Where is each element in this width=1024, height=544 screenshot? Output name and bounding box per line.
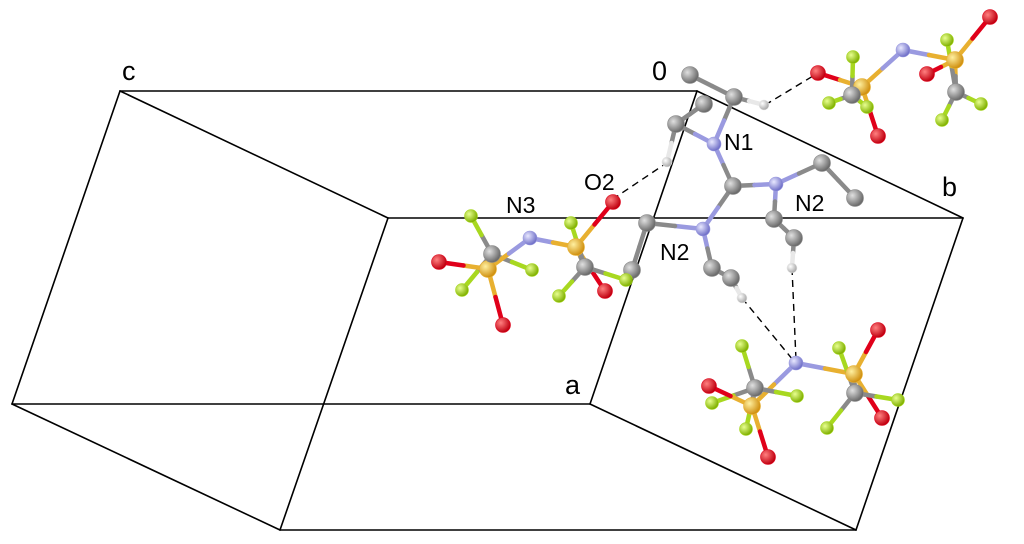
- hydrogen-atom: [758, 99, 770, 111]
- carbon-atom: [703, 259, 721, 277]
- fluorine-atom: [820, 421, 834, 435]
- fluorine-atom: [619, 273, 633, 287]
- oxygen-atom: [919, 66, 935, 82]
- oxygen-atom: [605, 194, 621, 210]
- fluorine-atom: [940, 33, 954, 47]
- oxygen-atom: [760, 449, 776, 465]
- carbon-atom: [695, 95, 713, 113]
- nitrogen-atom: [706, 136, 722, 152]
- fluorine-atom: [790, 389, 804, 403]
- fluorine-atom: [822, 96, 836, 110]
- fluorine-atom: [832, 341, 846, 355]
- carbon-atom: [746, 379, 764, 397]
- carbon-atom: [765, 210, 783, 228]
- fluorine-atom: [464, 209, 478, 223]
- hydrogen-atom: [736, 292, 748, 304]
- nitrogen-atom: [788, 355, 804, 371]
- cell-edge: [696, 90, 964, 219]
- atoms: [431, 9, 998, 465]
- carbon-atom: [667, 115, 685, 133]
- oxygen-atom: [701, 378, 717, 394]
- oxygen-atom: [495, 317, 511, 333]
- atom-label-n2-lower: N2: [660, 239, 689, 265]
- fluorine-atom: [860, 100, 874, 114]
- carbon-atom: [576, 258, 594, 276]
- nitrogen-atom: [768, 176, 784, 192]
- hydrogen-bond: [764, 72, 819, 106]
- atom-label-n3: N3: [506, 192, 535, 218]
- axis-origin-label: 0: [652, 56, 667, 86]
- atom-label-n2-right: N2: [795, 190, 824, 216]
- oxygen-atom: [982, 9, 998, 25]
- carbon-atom: [638, 214, 656, 232]
- carbon-atom: [725, 88, 743, 106]
- cell-edge: [119, 90, 389, 219]
- atom-labels: N1 N2 N2 N3 O2: [506, 129, 824, 265]
- sulfur-atom: [946, 51, 964, 69]
- fluorine-atom: [739, 422, 753, 436]
- fluorine-atom: [525, 263, 539, 277]
- carbon-atom: [722, 269, 740, 287]
- nitrogen-atom: [895, 42, 911, 58]
- hydrogen-atom: [786, 262, 798, 274]
- fluorine-atom: [891, 393, 905, 407]
- oxygen-atom: [870, 128, 886, 144]
- oxygen-atom: [431, 254, 447, 270]
- fluorine-atom: [564, 216, 578, 230]
- oxygen-atom: [597, 283, 613, 299]
- fluorine-atom: [455, 283, 469, 297]
- cell-edge: [589, 90, 698, 405]
- axis-labels: 0 c b a: [122, 56, 957, 400]
- fluorine-atom: [552, 289, 566, 303]
- nitrogen-atom: [522, 230, 538, 246]
- oxygen-atom: [874, 410, 890, 426]
- carbon-atom: [947, 83, 965, 101]
- carbon-atom: [681, 66, 699, 84]
- sulfur-atom: [479, 260, 497, 278]
- fluorine-atom: [735, 339, 749, 353]
- hydrogen-bond: [615, 161, 669, 198]
- carbon-atom: [846, 189, 864, 207]
- fluorine-atom: [846, 50, 860, 64]
- hydrogen-bond: [741, 297, 794, 361]
- carbon-atom: [843, 86, 861, 104]
- axis-c-label: c: [122, 56, 136, 86]
- unit-cell: [11, 90, 964, 531]
- sulfur-atom: [743, 397, 761, 415]
- oxygen-atom: [810, 65, 826, 81]
- cell-edge: [589, 403, 857, 531]
- hydrogen-bonds: [615, 72, 819, 361]
- carbon-atom: [483, 245, 501, 263]
- oxygen-atom: [870, 322, 886, 338]
- cell-edge: [11, 90, 121, 405]
- fluorine-atom: [705, 396, 719, 410]
- carbon-atom: [813, 154, 831, 172]
- axis-b-label: b: [942, 172, 957, 202]
- nitrogen-atom: [695, 221, 711, 237]
- atom-label-o2: O2: [584, 169, 615, 195]
- carbon-atom: [785, 229, 803, 247]
- axis-a-label: a: [565, 370, 581, 400]
- sulfur-atom: [567, 238, 585, 256]
- atom-label-n1: N1: [724, 129, 753, 155]
- hydrogen-bond: [791, 267, 797, 361]
- hydrogen-atom: [661, 156, 673, 168]
- cell-edge: [11, 403, 281, 531]
- cell-edge: [855, 217, 964, 531]
- carbon-atom: [846, 384, 864, 402]
- cell-edge: [279, 217, 389, 531]
- fluorine-atom: [935, 113, 949, 127]
- sulfur-atom: [845, 365, 863, 383]
- carbon-atom: [724, 177, 742, 195]
- fluorine-atom: [974, 97, 988, 111]
